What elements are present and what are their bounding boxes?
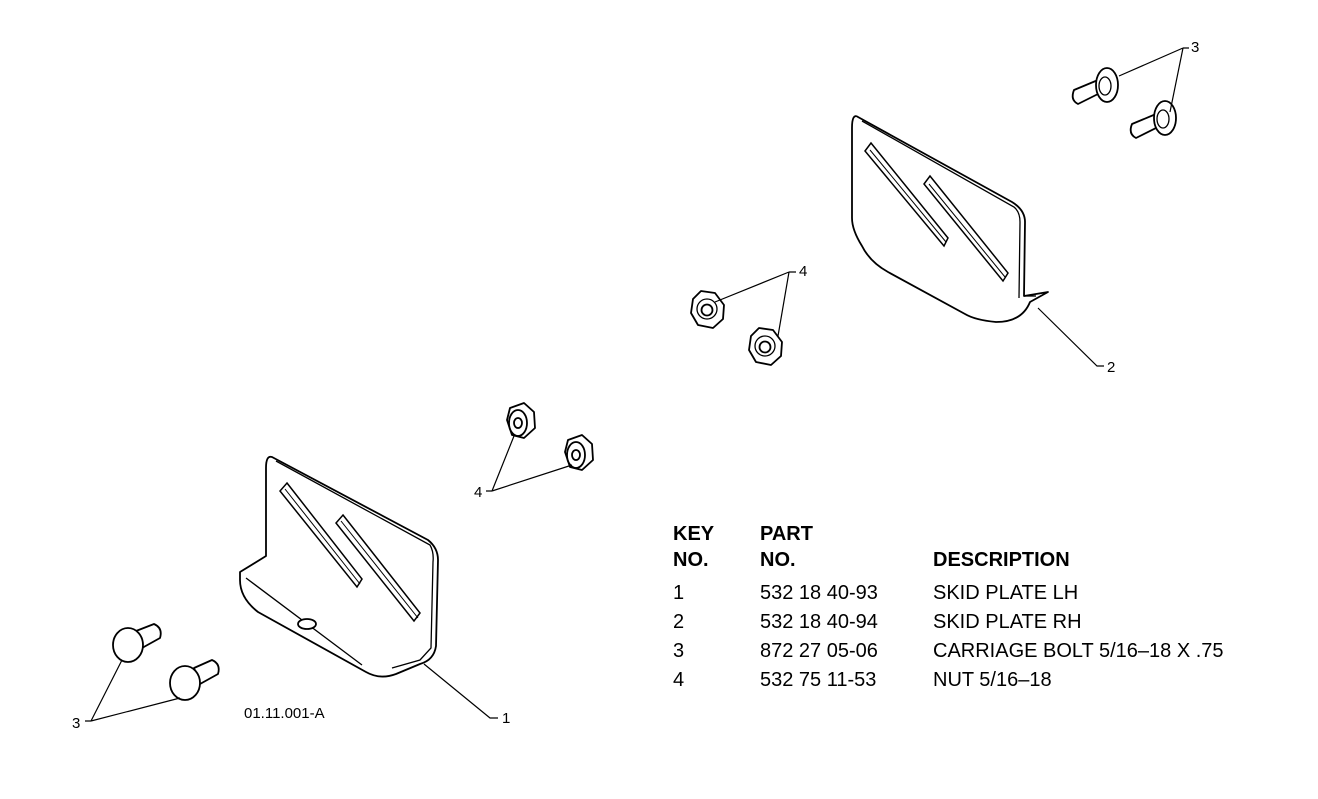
row-part-no: 532 75 11-53: [760, 669, 877, 691]
leader-2: [1037, 307, 1104, 367]
row-part-no: 872 27 05-06: [760, 640, 878, 662]
nut-lower-1: [506, 402, 536, 439]
callout-4-upper: 4: [799, 263, 807, 280]
skid-plate-lh: [239, 455, 439, 678]
carriage-bolt-upper-2: [1129, 100, 1177, 139]
nut-upper-2: [748, 327, 783, 366]
row-description: SKID PLATE RH: [933, 611, 1082, 633]
nut-lower-2: [564, 434, 594, 471]
row-description: NUT 5/16–18: [933, 669, 1052, 691]
row-part-no: 532 18 40-93: [760, 582, 878, 604]
skid-plate-rh: [851, 115, 1049, 323]
diagram-reference-code: 01.11.001-A: [244, 705, 325, 722]
row-part-no: 532 18 40-94: [760, 611, 878, 633]
slot-rh-2: [923, 174, 1009, 283]
callout-2: 2: [1107, 359, 1115, 376]
callout-4-lower: 4: [474, 484, 482, 501]
header-description: DESCRIPTION: [933, 549, 1070, 571]
leader-4-upper: [714, 271, 796, 337]
header-part-no: PART NO.: [760, 521, 933, 573]
leader-1: [423, 663, 498, 719]
table-row: 1 532 18 40-93 SKID PLATE LH: [673, 579, 1224, 608]
carriage-bolt-lower-1: [112, 623, 162, 663]
row-key: 1: [673, 582, 685, 604]
callout-1: 1: [502, 710, 510, 727]
row-description: CARRIAGE BOLT 5/16–18 X .75: [933, 640, 1224, 662]
slot-lh-2: [335, 513, 421, 623]
header-key-no: KEY NO.: [673, 521, 760, 573]
slot-rh-1: [864, 141, 949, 248]
row-key: 3: [673, 640, 685, 662]
carriage-bolt-lower-2: [169, 659, 220, 701]
row-key: 4: [673, 669, 685, 691]
table-row: 4 532 75 11-53 NUT 5/16–18: [673, 666, 1224, 695]
table-row: 3 872 27 05-06 CARRIAGE BOLT 5/16–18 X .…: [673, 637, 1224, 666]
row-description: SKID PLATE LH: [933, 582, 1079, 604]
parts-table-header: KEY NO. PART NO. DESCRIPTION: [673, 521, 1224, 573]
carriage-bolt-upper-1: [1071, 67, 1119, 105]
header-key-line1: KEY: [673, 523, 715, 545]
leader-3-lower: [85, 659, 181, 722]
header-part-line2: NO.: [760, 549, 796, 571]
header-part-line1: PART: [760, 523, 813, 545]
callout-3-upper: 3: [1191, 39, 1199, 56]
table-row: 2 532 18 40-94 SKID PLATE RH: [673, 608, 1224, 637]
parts-list-table: KEY NO. PART NO. DESCRIPTION 1 532 18 40…: [673, 521, 1224, 695]
row-key: 2: [673, 611, 685, 633]
leader-3-upper: [1118, 47, 1189, 113]
slot-lh-1: [279, 481, 363, 589]
nut-upper-1: [690, 290, 725, 329]
header-key-line2: NO.: [673, 549, 709, 571]
mount-hole: [297, 618, 317, 630]
callout-3-lower: 3: [72, 715, 80, 732]
leader-4-lower: [486, 435, 573, 492]
